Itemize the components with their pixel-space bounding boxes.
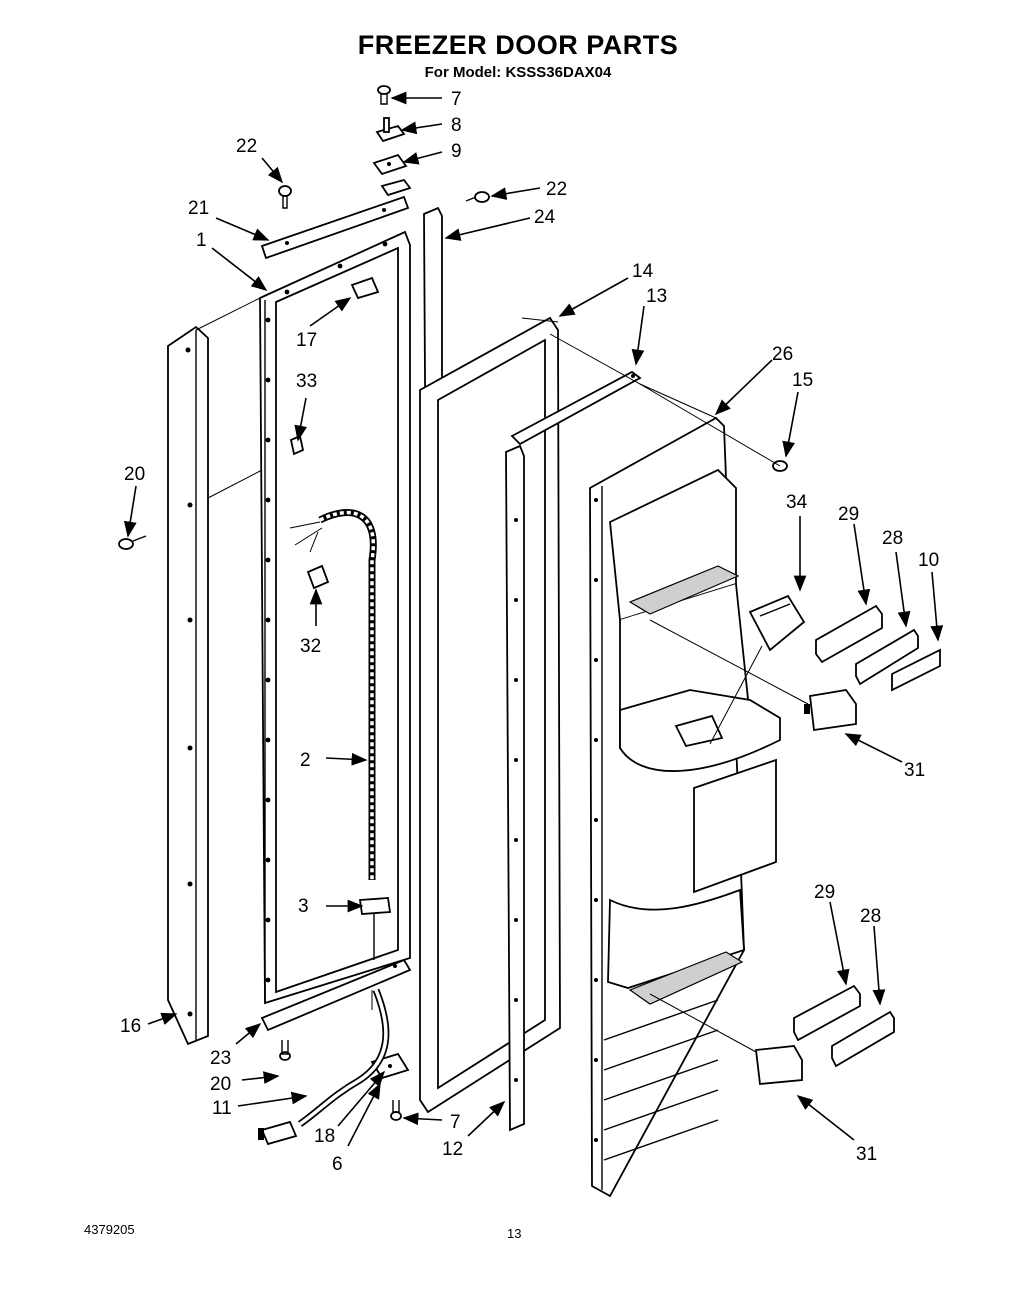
callout-29-lower: 29	[814, 882, 835, 903]
callout-21: 21	[188, 198, 209, 219]
model-subtitle: For Model: KSSS36DAX04	[424, 64, 612, 81]
callout-18: 18	[314, 1126, 335, 1147]
callout-28-upper: 28	[882, 528, 903, 549]
callout-8: 8	[451, 115, 462, 136]
dispenser-cover-31-upper	[804, 689, 857, 732]
page-title: FREEZER DOOR PARTS	[357, 30, 679, 60]
hinge-bar-13	[510, 370, 642, 446]
document-number: 4379205	[84, 1222, 135, 1237]
top-hinge-assembly	[372, 85, 412, 197]
callout-31-upper: 31	[904, 760, 925, 781]
callout-16: 16	[120, 1016, 141, 1037]
callout-17: 17	[296, 330, 317, 351]
callout-labels: 7 8 9 22 22 21 24 1 14 13 17 26 15 33 20…	[120, 89, 939, 1175]
callout-20-lower: 20	[210, 1074, 231, 1095]
callout-32: 32	[300, 636, 321, 657]
wire-harness	[289, 509, 392, 960]
lower-shelf-trims	[793, 984, 895, 1068]
lower-hinge-assembly	[258, 958, 412, 1146]
upper-shelf-trims	[815, 604, 941, 692]
callout-26: 26	[772, 344, 793, 365]
callout-34: 34	[786, 492, 808, 513]
callout-14: 14	[632, 261, 654, 282]
callout-13: 13	[646, 286, 667, 307]
callout-9: 9	[451, 141, 462, 162]
callout-7-bottom: 7	[450, 1112, 461, 1133]
page-number: 13	[507, 1226, 522, 1241]
callout-3: 3	[298, 896, 309, 917]
callout-29-upper: 29	[838, 504, 859, 525]
callout-11: 11	[212, 1098, 232, 1119]
screw-22-right	[465, 191, 490, 203]
dispenser-cover-31-lower	[754, 1045, 803, 1085]
callout-7-top: 7	[451, 89, 462, 110]
screw-15	[639, 383, 788, 472]
door-liner-26	[549, 333, 809, 1198]
callout-12: 12	[442, 1139, 463, 1160]
callout-10: 10	[918, 550, 939, 571]
callout-28-lower: 28	[860, 906, 881, 927]
ice-chute-34	[709, 594, 806, 745]
callout-31-lower: 31	[856, 1144, 877, 1165]
callout-1: 1	[196, 230, 207, 251]
callout-6: 6	[332, 1154, 343, 1175]
callout-24: 24	[534, 207, 556, 228]
strip-12	[505, 444, 525, 1132]
callout-20-left: 20	[124, 464, 145, 485]
callout-33: 33	[296, 371, 317, 392]
callout-15: 15	[792, 370, 813, 391]
screw-20-left	[118, 535, 147, 550]
callout-23: 23	[210, 1048, 231, 1069]
callout-22-right: 22	[546, 179, 567, 200]
callout-leaders	[123, 91, 944, 1147]
door-panel-14	[419, 316, 561, 1114]
side-trim-16	[167, 297, 263, 1046]
callout-2: 2	[300, 750, 311, 771]
callout-22-left: 22	[236, 136, 257, 157]
upper-hinge-plate	[260, 185, 410, 260]
door-liner-frame	[259, 230, 411, 1005]
